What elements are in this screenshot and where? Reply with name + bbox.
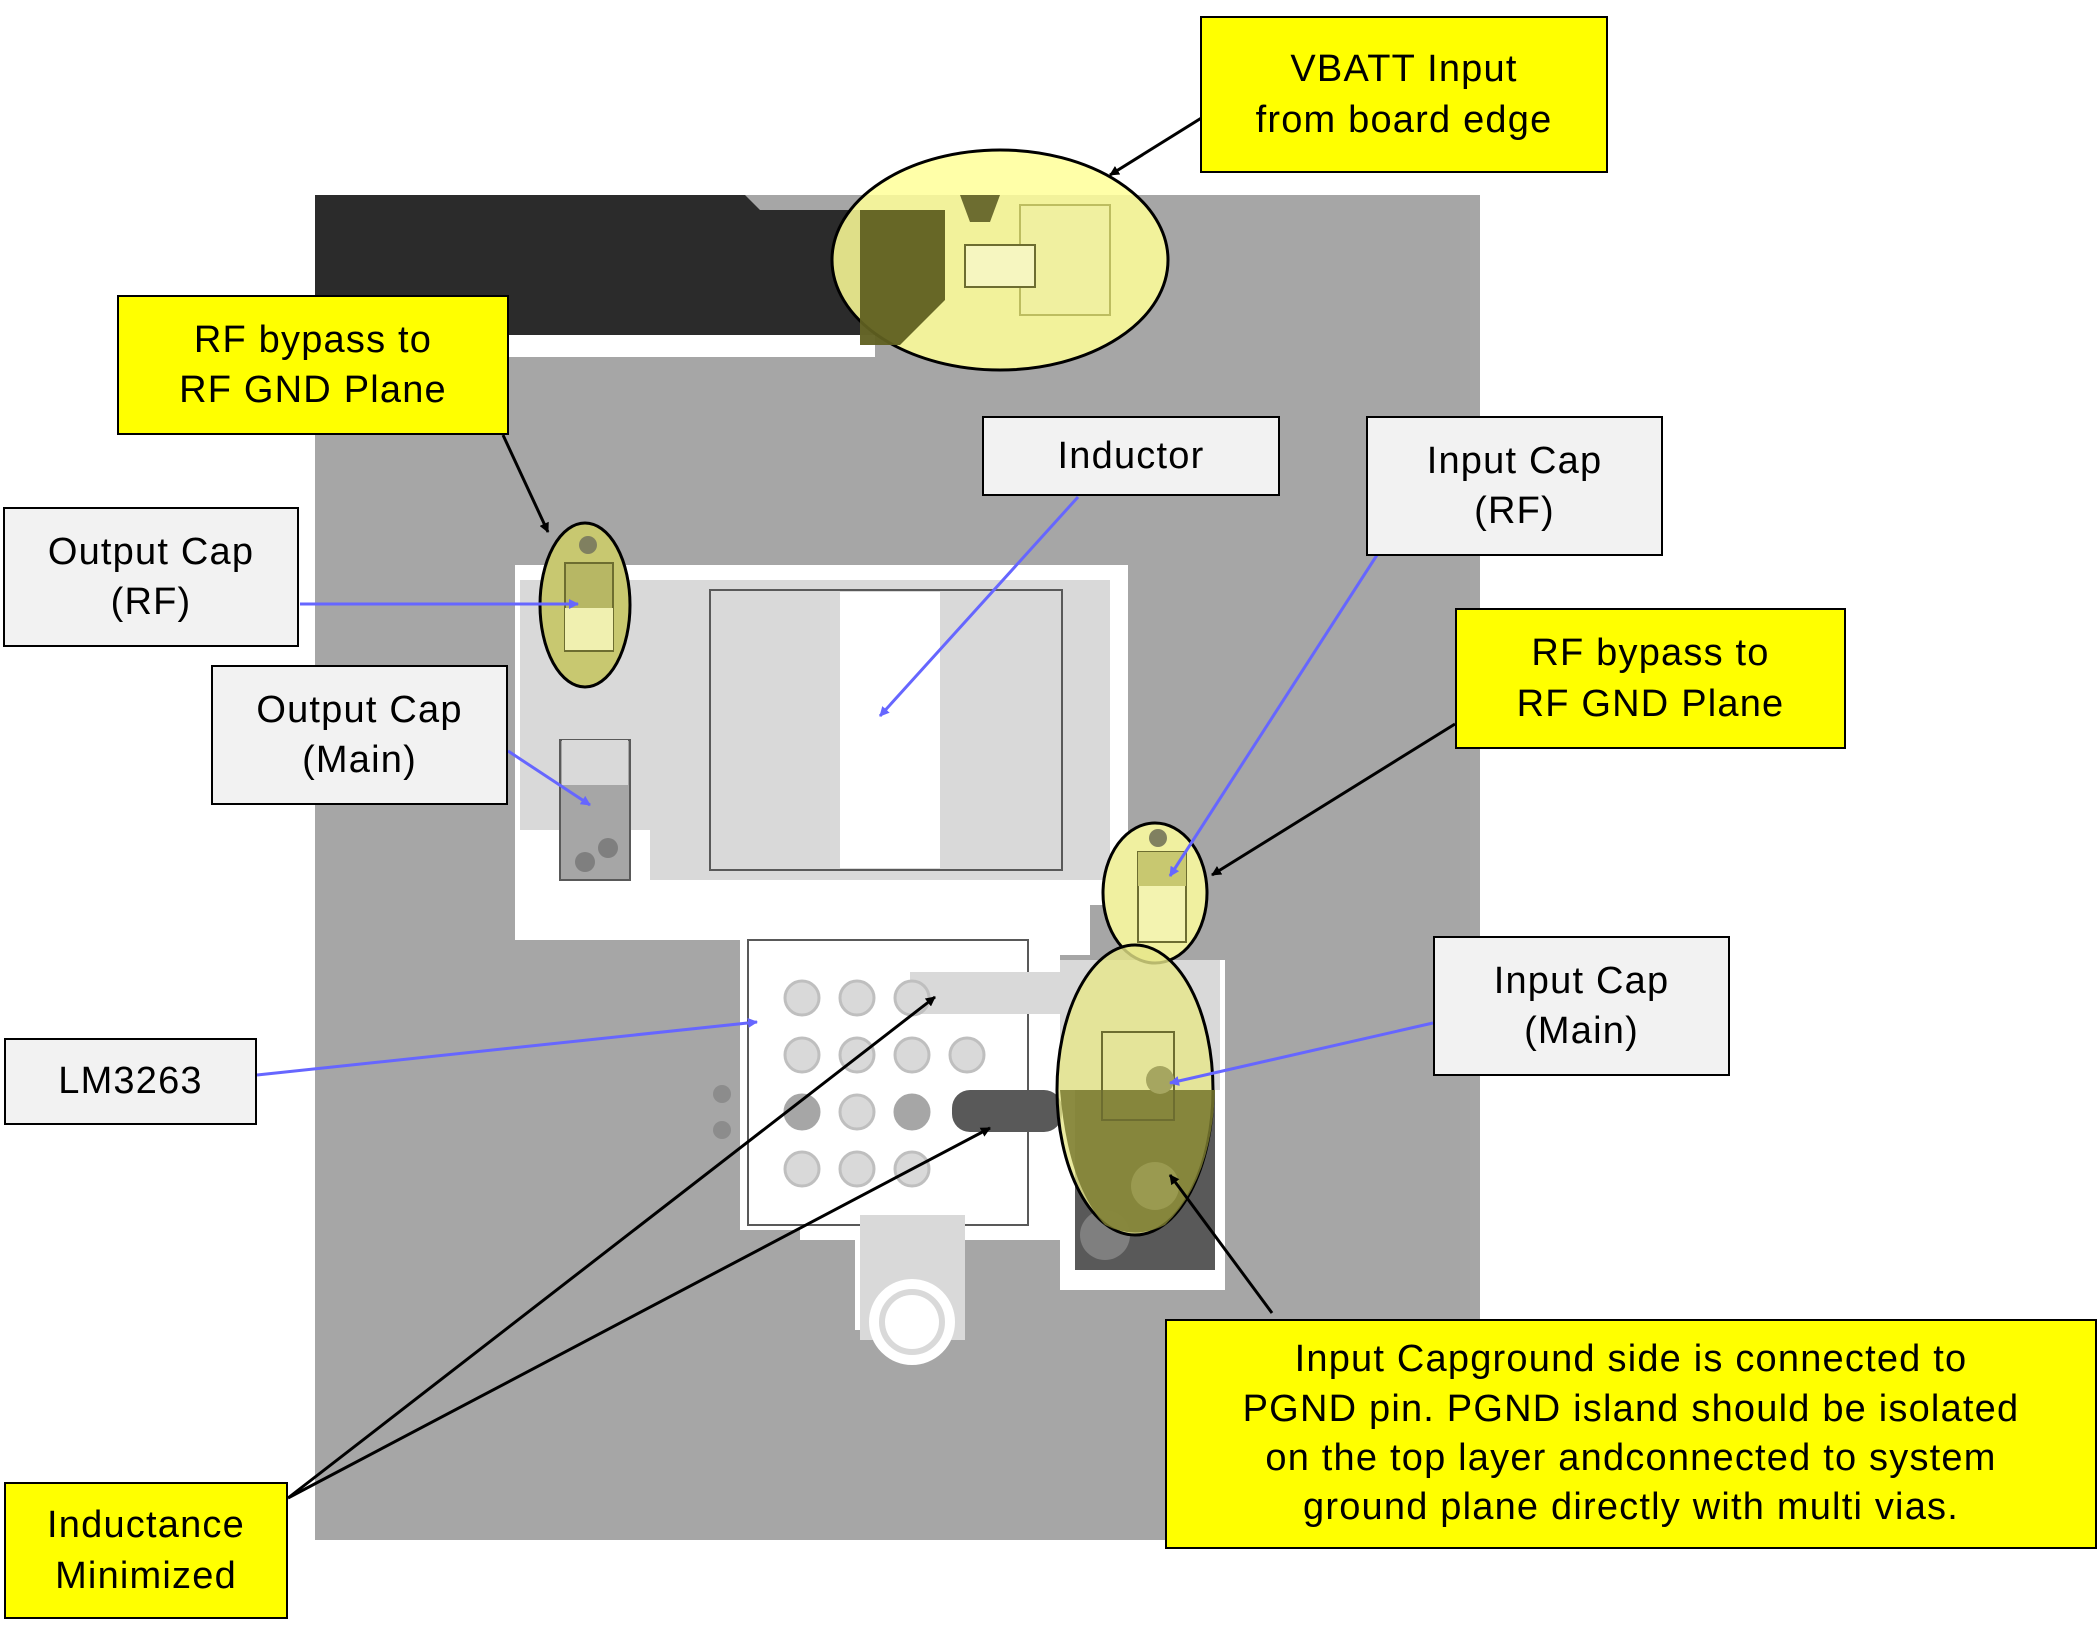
input-cap-main-label: Input Cap (Main)	[1433, 936, 1730, 1076]
input-cap-rf-pad	[1138, 852, 1186, 886]
vbatt-notch	[960, 195, 1000, 222]
via	[1149, 829, 1167, 847]
mounting-via-hole	[885, 1295, 939, 1349]
output-cap-rf-label: Output Cap (RF)	[3, 507, 299, 647]
via	[579, 536, 597, 554]
output-cap-main-pad	[562, 740, 628, 785]
inductance-minimized-label: Inductance Minimized	[4, 1482, 288, 1619]
via	[1131, 1162, 1179, 1210]
input-cap-ground-note: Input Capground side is connected to PGN…	[1165, 1319, 2097, 1549]
via	[598, 838, 618, 858]
switch-node-trace	[910, 972, 1080, 1014]
lm3263-label: LM3263	[4, 1038, 257, 1125]
via	[575, 852, 595, 872]
vbatt-dark-overlay	[860, 210, 945, 345]
rf-bypass-right-label: RF bypass to RF GND Plane	[1455, 608, 1846, 749]
via	[1146, 1066, 1174, 1094]
vbatt-pad	[964, 244, 1036, 288]
pgnd-trace	[952, 1090, 1062, 1132]
input-cap-rf-label: Input Cap (RF)	[1366, 416, 1663, 556]
inductor-label: Inductor	[982, 416, 1280, 496]
output-cap-main-label: Output Cap (Main)	[211, 665, 508, 805]
rf-bypass-left-label: RF bypass to RF GND Plane	[117, 295, 509, 435]
output-cap-rf-pad	[565, 608, 613, 650]
input-cap-main-footprint	[1101, 1031, 1175, 1121]
vbatt-input-label: VBATT Input from board edge	[1200, 16, 1608, 173]
inductor-center-pad	[840, 592, 940, 868]
leader-lines	[256, 115, 1456, 1500]
